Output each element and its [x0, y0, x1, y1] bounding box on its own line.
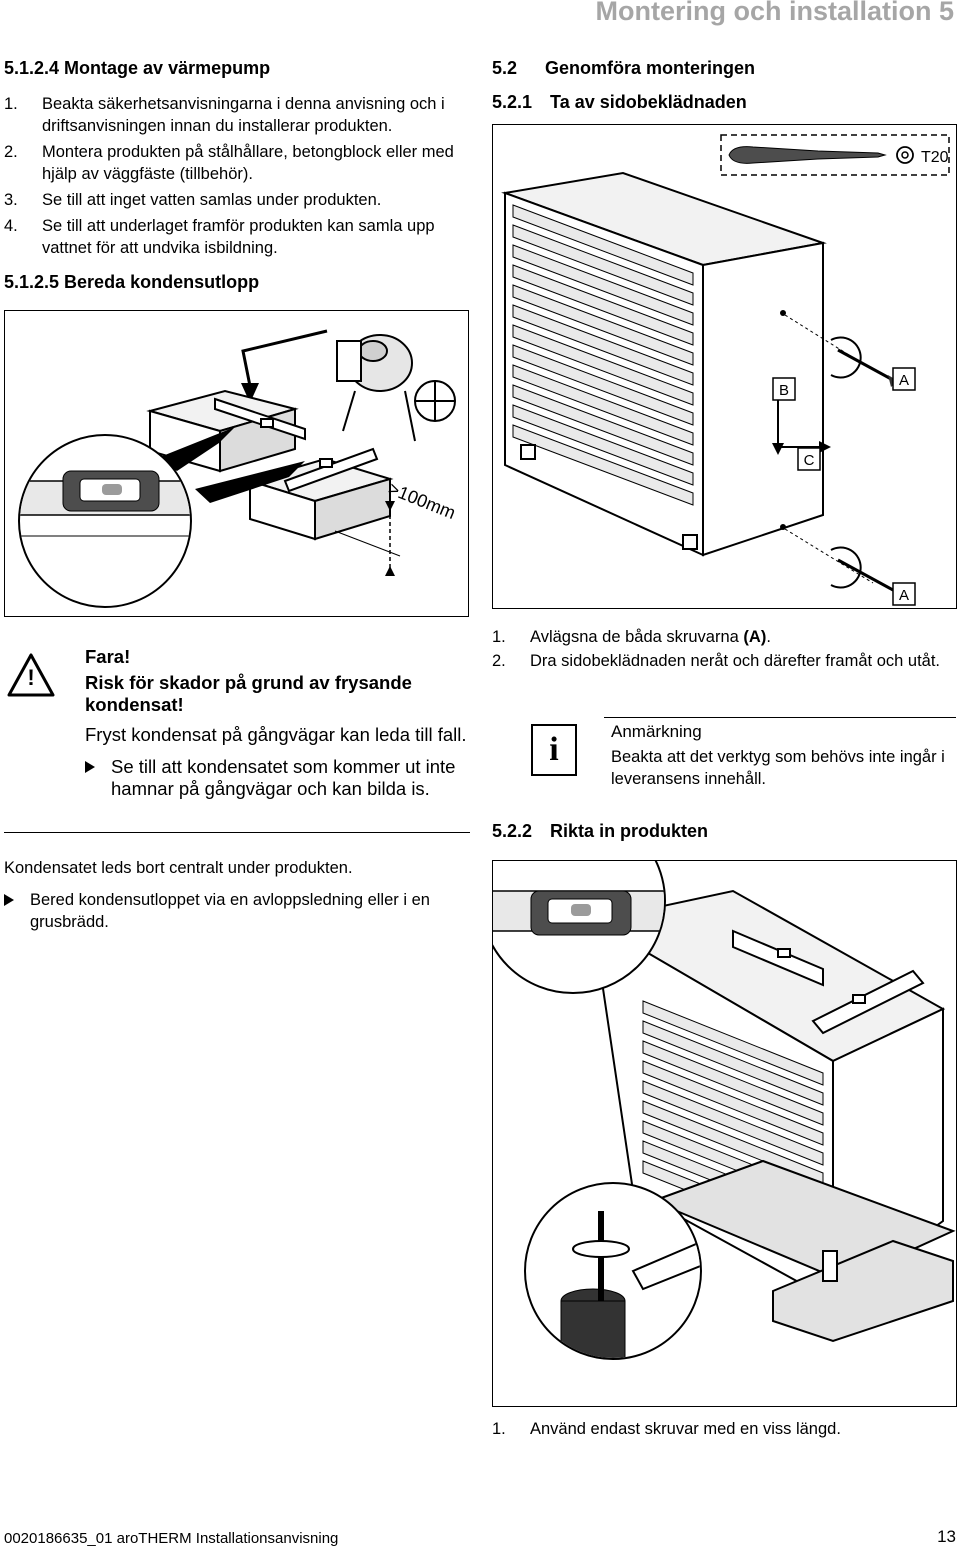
torx-icon [896, 146, 914, 164]
note-block: Anmärkning Beakta att det verktyg som be… [611, 721, 956, 790]
triangle-bullet-icon [4, 894, 14, 906]
dimension-label: >100mm [386, 478, 459, 523]
list-5124: 1.Beakta säkerhetsanvisningarna i denna … [4, 93, 474, 259]
condensate-illustration: >100mm [18, 329, 459, 608]
heading-5125: 5.1.2.5 Bereda kondensutlopp [4, 272, 260, 292]
svg-text:C: C [804, 452, 815, 469]
align-product-illustration [493, 861, 956, 1360]
steps-521: 1.Avlägsna de båda skruvarna (A). 2.Dra … [492, 626, 952, 672]
figure-align-product [492, 860, 957, 1407]
list-item: 2.Montera produkten på stålhållare, beto… [4, 143, 454, 183]
svg-text:T20: T20 [921, 149, 949, 166]
warning-title: Fara! [85, 646, 131, 667]
heading-5124: 5.1.2.4 Montage av värmepump [4, 58, 271, 78]
note-text: Beakta att det verktyg som behövs inte i… [611, 748, 945, 788]
footer-doc-id: 0020186635_01 aroTHERM Installationsanvi… [4, 1530, 339, 1547]
figure-remove-side-cover: T20 [492, 124, 957, 609]
warning-subtitle: Risk för skador på grund av frysande kon… [85, 672, 412, 715]
warning-divider [4, 832, 470, 833]
figure-condensate-drain: >100mm [4, 310, 469, 617]
running-head: Montering och installation 5 [595, 0, 954, 26]
list-item: 1.Beakta säkerhetsanvisningarna i denna … [4, 95, 445, 135]
list-item: 1.Använd endast skruvar med en viss läng… [492, 1420, 841, 1438]
list-item: 1.Avlägsna de båda skruvarna (A). [492, 628, 771, 646]
steps-522: 1.Använd endast skruvar med en viss läng… [492, 1418, 952, 1440]
list-item: 3.Se till att inget vatten samlas under … [4, 191, 382, 209]
warning-block: Fara! Risk för skador på grund av frysan… [85, 646, 470, 800]
warning-text: Fryst kondensat på gångvägar kan leda ti… [85, 724, 467, 745]
warning-action: Se till att kondensatet som kommer ut in… [85, 756, 470, 800]
action-drain: Bered kondensutloppet via en avloppsledn… [4, 889, 480, 933]
info-icon: i [531, 724, 577, 776]
paragraph-condensate: Kondensatet leds bort centralt under pro… [4, 859, 353, 877]
svg-text:B: B [779, 382, 789, 399]
svg-text:A: A [899, 587, 909, 604]
warning-icon: ! [6, 652, 56, 698]
list-item: 4.Se till att underlaget framför produkt… [4, 217, 435, 257]
triangle-bullet-icon [85, 761, 95, 773]
svg-text:A: A [899, 372, 909, 389]
note-title: Anmärkning [611, 722, 702, 741]
note-top-rule [604, 717, 956, 718]
side-cover-illustration: T20 [501, 134, 950, 606]
page-number: 13 [937, 1527, 956, 1546]
list-item: 2.Dra sidobeklädnaden neråt och därefter… [492, 652, 940, 670]
